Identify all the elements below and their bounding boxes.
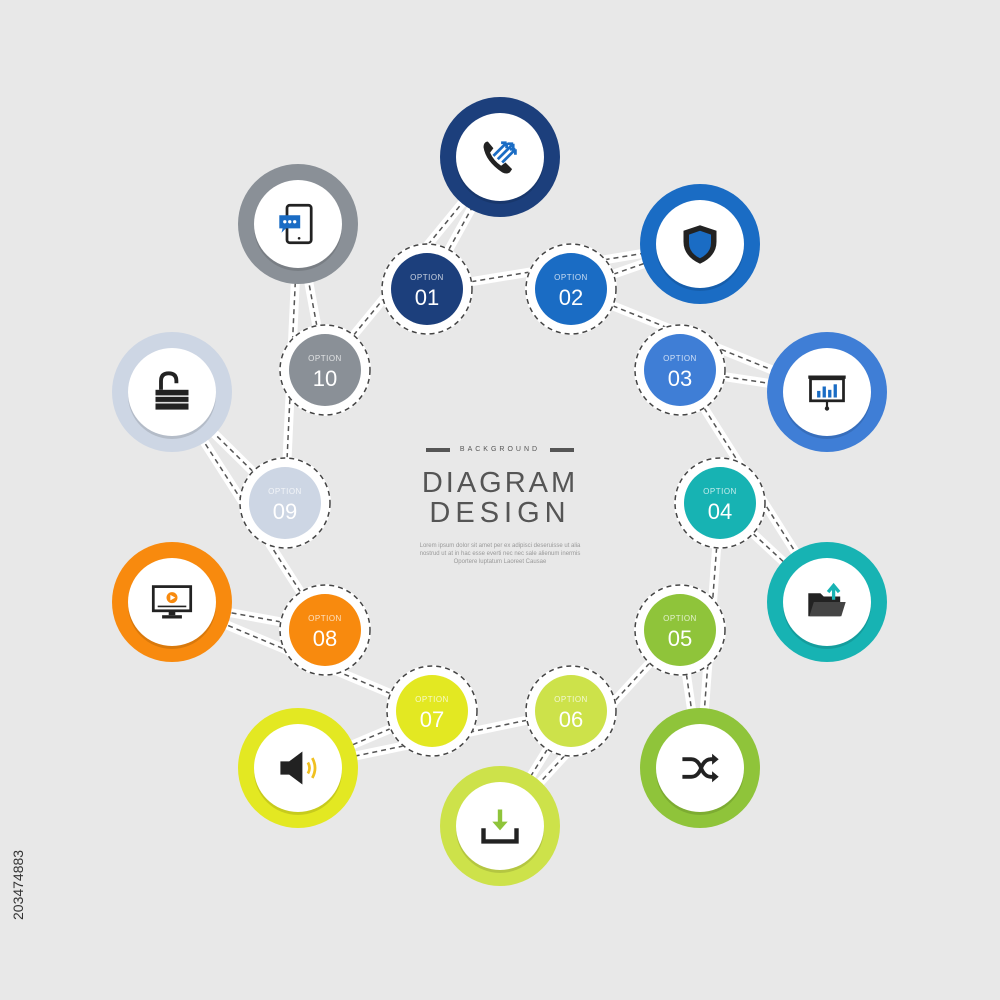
icon-node-08 [112,542,232,662]
option-label: OPTION [554,273,588,282]
icon-node-04 [767,542,887,662]
icon-node-01 [440,97,560,217]
option-disc [289,594,361,666]
option-disc [391,253,463,325]
option-label: OPTION [308,614,342,623]
body-text: Lorem ipsum dolor sit amet per ex adipis… [419,543,581,565]
option-number: 03 [668,366,692,391]
stock-id: 203474883 [8,760,28,920]
option-label: OPTION [663,614,697,623]
option-label: OPTION [554,695,588,704]
title-line-1: DIAGRAM [421,467,579,499]
option-05: OPTION 05 [634,584,726,676]
title-line-2: DESIGN [429,497,571,529]
icon-node-02 [640,184,760,304]
option-dashed-border [674,457,766,549]
option-09: OPTION 09 [239,457,331,549]
option-label: OPTION [308,354,342,363]
option-dashed-border [279,324,371,416]
icon-node-10 [238,164,358,284]
center-title-block: BACKGROUND DIAGRAM DESIGN Lorem ipsum do… [400,438,600,566]
option-number: 08 [313,626,337,651]
icon-node-09 [112,332,232,452]
option-04: OPTION 04 [674,457,766,549]
option-disc [684,467,756,539]
option-02: OPTION 02 [525,243,617,335]
option-dashed-border [634,324,726,416]
option-dashed-border [381,243,473,335]
icon-node-07 [238,708,358,828]
option-06: OPTION 06 [525,665,617,757]
icon-node-face [783,348,871,436]
option-dashed-border [525,243,617,335]
option-number: 06 [559,707,583,732]
option-label: OPTION [410,273,444,282]
option-label: OPTION [663,354,697,363]
option-label: OPTION [268,487,302,496]
option-dashed-border [525,665,617,757]
option-number: 04 [708,499,732,524]
option-07: OPTION 07 [386,665,478,757]
option-dashed-border [634,584,726,676]
option-01: OPTION 01 [381,243,473,335]
option-dashed-border [386,665,478,757]
option-disc [535,675,607,747]
background-label: BACKGROUND [425,446,575,453]
option-disc [644,334,716,406]
option-10: OPTION 10 [279,324,371,416]
connector-dash [679,369,828,393]
option-number: 02 [559,285,583,310]
icon-node-03 [767,332,887,452]
connector-dash [426,156,501,290]
option-label: OPTION [703,487,737,496]
option-08: OPTION 08 [279,584,371,676]
option-disc [644,594,716,666]
option-number: 05 [668,626,692,651]
option-label: OPTION [415,695,449,704]
connector-dash [297,223,326,371]
option-disc [249,467,321,539]
option-dashed-border [239,457,331,549]
option-dashed-border [279,584,371,676]
option-number: 10 [313,366,337,391]
option-number: 01 [415,285,439,310]
option-disc [535,253,607,325]
stock-id-text: 203474883 [10,849,26,920]
icon-node-06 [440,766,560,886]
option-disc [289,334,361,406]
option-circles: OPTION01OPTION02OPTION03OPTION04OPTION05… [239,243,766,757]
icon-circles [112,97,887,886]
option-number: 09 [273,499,297,524]
option-03: OPTION 03 [634,324,726,416]
option-disc [396,675,468,747]
option-number: 07 [420,707,444,732]
icon-node-05 [640,708,760,828]
